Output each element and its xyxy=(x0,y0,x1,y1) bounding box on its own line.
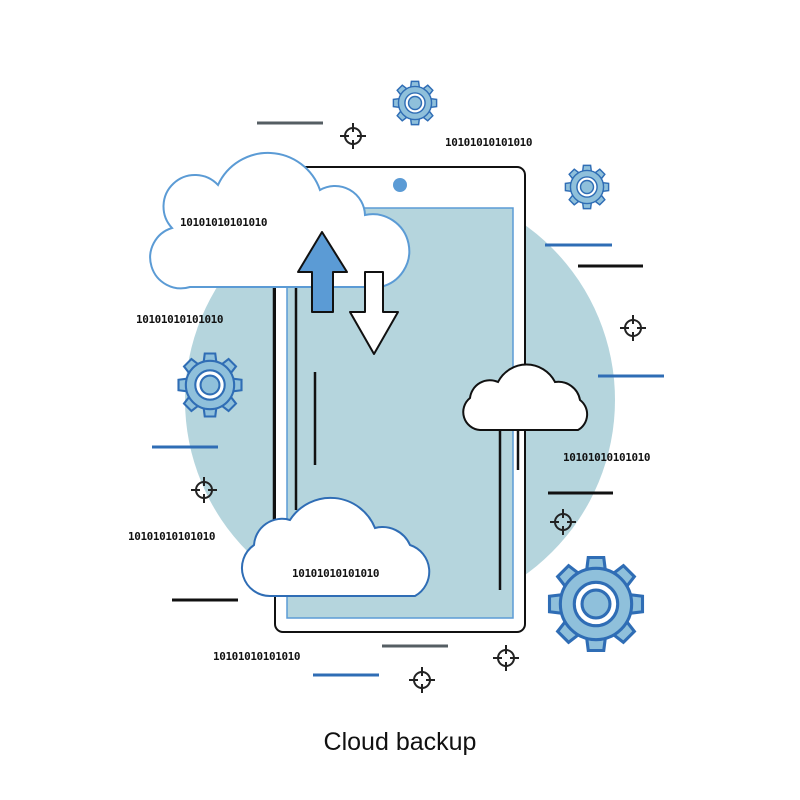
binary-text-bottom-center: 10101010101010 xyxy=(213,650,300,663)
crosshair-icon-6 xyxy=(408,666,436,694)
binary-text-left-lower: 10101010101010 xyxy=(128,530,215,543)
binary-text-cloud-top: 10101010101010 xyxy=(180,216,267,229)
binary-text-top-right: 10101010101010 xyxy=(445,136,532,149)
caption-title: Cloud backup xyxy=(323,728,477,756)
gear-icon-bottom-right xyxy=(547,555,645,653)
cloud-icon-top-left xyxy=(149,151,411,290)
cloud-icon-right xyxy=(462,363,589,431)
binary-text-right-middle: 10101010101010 xyxy=(563,451,650,464)
crosshair-icon-2 xyxy=(619,314,647,342)
crosshair-icon-5 xyxy=(492,644,520,672)
gear-icon-right-top xyxy=(564,164,610,210)
gear-icon-top xyxy=(392,80,438,126)
cloud-icon-bottom xyxy=(241,496,431,597)
binary-text-left-upper: 10101010101010 xyxy=(136,313,223,326)
camera-dot xyxy=(393,178,407,192)
upload-arrow-icon xyxy=(297,231,348,313)
binary-text-cloud-bottom: 10101010101010 xyxy=(292,567,379,580)
gear-icon-left xyxy=(177,352,243,418)
crosshair-icon-1 xyxy=(339,122,367,150)
download-arrow-icon xyxy=(349,271,399,355)
